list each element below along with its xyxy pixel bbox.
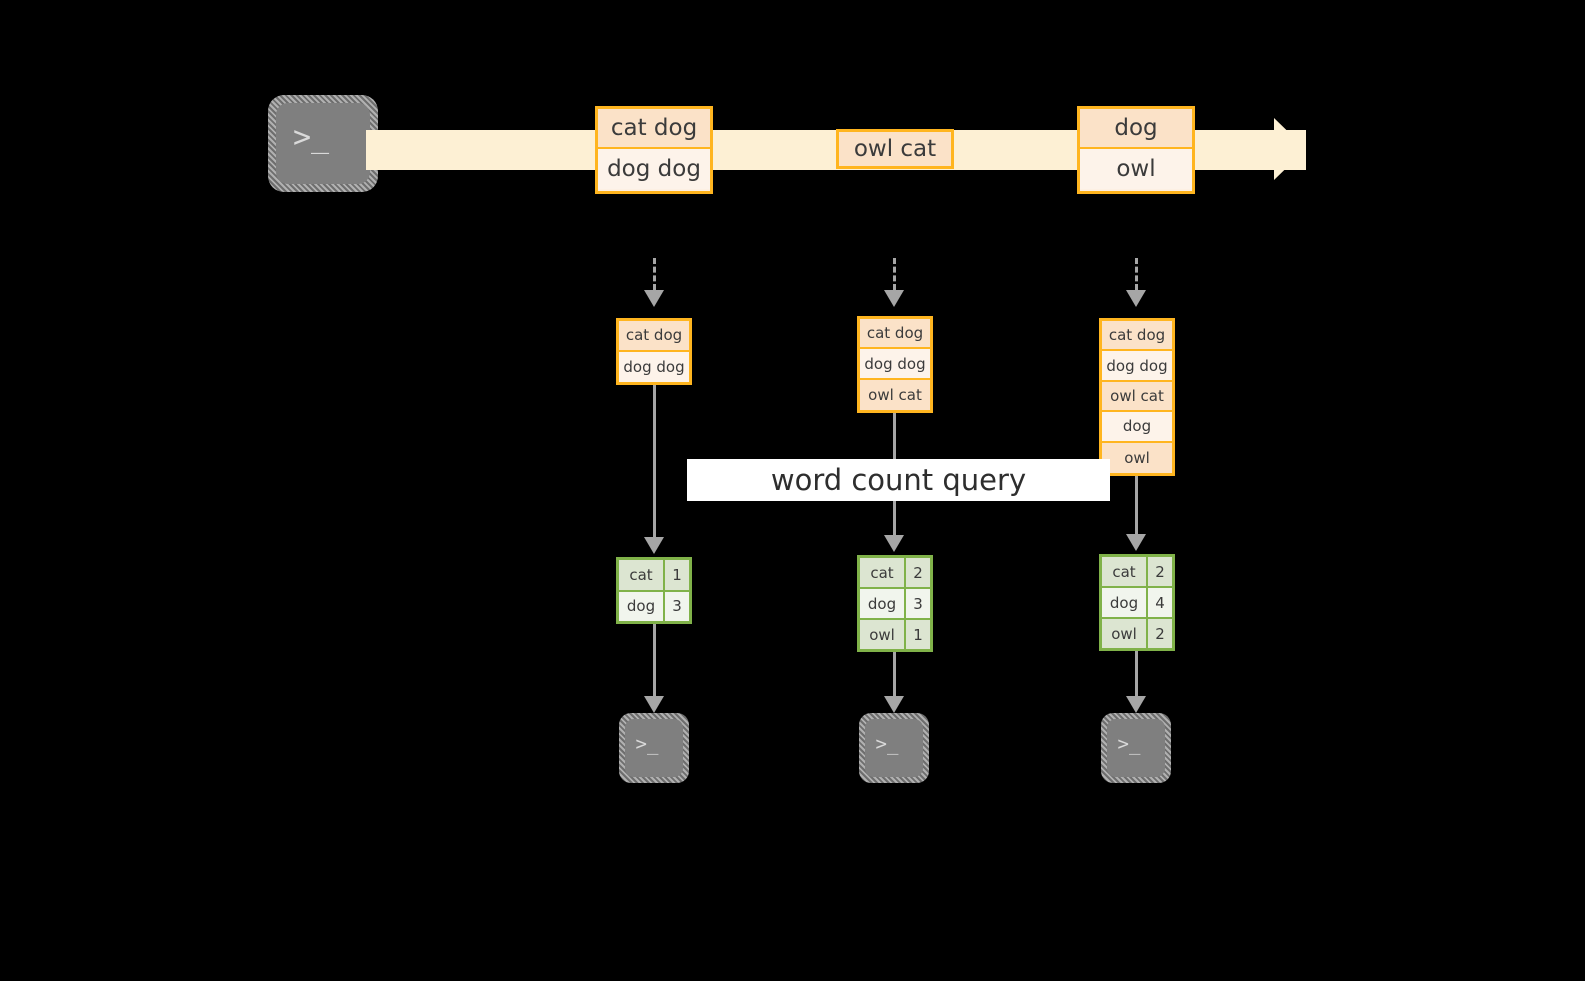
snapshot-3-feed-line	[1135, 258, 1138, 290]
snapshot-2-result-table[interactable]: cat 2 dog 3 owl 1	[857, 555, 933, 652]
snapshot-2-sink-terminal-icon[interactable]: >_	[859, 713, 929, 783]
snapshot-2-feed-arrowhead	[884, 290, 904, 307]
result-count: 4	[1148, 588, 1172, 617]
stream-record-group-3[interactable]: dog owl	[1077, 106, 1195, 194]
query-label: word count query	[770, 463, 1027, 497]
snapshot-input-line: dog dog	[1102, 351, 1172, 382]
snapshot-3-input-box[interactable]: cat dog dog dog owl cat dog owl	[1099, 318, 1175, 476]
snapshot-input-line: owl	[1102, 442, 1172, 474]
table-row: cat 2	[860, 558, 930, 589]
source-terminal-prompt: >_	[292, 119, 330, 155]
snapshot-2-input-box[interactable]: cat dog dog dog owl cat	[857, 316, 933, 413]
snapshot-input-line: cat dog	[619, 321, 689, 352]
stream-record-line: cat dog	[598, 109, 710, 149]
snapshot-input-line: owl cat	[1102, 381, 1172, 413]
stream-record-line: dog dog	[598, 149, 710, 189]
snapshot-input-line: owl cat	[860, 379, 930, 411]
result-word: cat	[1102, 557, 1148, 586]
sink-terminal-screen: >_	[625, 719, 683, 777]
sink-terminal-prompt: >_	[635, 732, 659, 755]
stream-record-line: dog	[1080, 109, 1192, 149]
table-row: cat 2	[1102, 557, 1172, 588]
table-row: dog 3	[619, 591, 689, 621]
result-count: 2	[1148, 557, 1172, 586]
stream-record-group-2[interactable]: owl cat	[836, 129, 954, 169]
sink-terminal-prompt: >_	[1117, 732, 1141, 755]
stream-record-line: owl	[1080, 149, 1192, 189]
source-terminal-screen: >_	[276, 103, 370, 184]
snapshot-3-result-table[interactable]: cat 2 dog 4 owl 2	[1099, 554, 1175, 651]
sink-terminal-prompt: >_	[875, 732, 899, 755]
table-row: dog 4	[1102, 588, 1172, 619]
snapshot-1-input-box[interactable]: cat dog dog dog	[616, 318, 692, 385]
result-count: 2	[906, 558, 930, 587]
snapshot-input-line: dog	[1102, 412, 1172, 443]
snapshot-1-sink-arrowhead	[644, 696, 664, 713]
snapshot-input-line: dog dog	[619, 351, 689, 382]
snapshot-3-query-arrowhead	[1126, 534, 1146, 551]
result-word: cat	[619, 560, 665, 590]
sink-terminal-screen: >_	[1107, 719, 1165, 777]
snapshot-input-line: cat dog	[860, 319, 930, 350]
snapshot-1-feed-arrowhead	[644, 290, 664, 307]
source-terminal-icon[interactable]: >_	[268, 95, 378, 192]
result-word: cat	[860, 558, 906, 587]
sink-terminal-screen: >_	[865, 719, 923, 777]
result-word: dog	[860, 589, 906, 618]
result-count: 3	[665, 591, 689, 621]
snapshot-3-sink-line	[1135, 651, 1138, 696]
result-count: 2	[1148, 619, 1172, 648]
snapshot-1-sink-line	[653, 624, 656, 696]
stream-record-line: owl cat	[839, 132, 951, 166]
stream-arrow-head	[1274, 118, 1309, 180]
snapshot-2-sink-line	[893, 652, 896, 696]
table-row: owl 1	[860, 620, 930, 649]
snapshot-3-sink-arrowhead	[1126, 696, 1146, 713]
result-count: 1	[906, 620, 930, 649]
snapshot-2-sink-arrowhead	[884, 696, 904, 713]
snapshot-1-query-arrowhead	[644, 537, 664, 554]
snapshot-input-line: cat dog	[1102, 321, 1172, 352]
result-count: 1	[665, 560, 689, 590]
table-row: owl 2	[1102, 619, 1172, 648]
result-word: dog	[1102, 588, 1148, 617]
result-word: dog	[619, 591, 665, 621]
snapshot-2-feed-line	[893, 258, 896, 290]
snapshot-3-query-line	[1135, 476, 1138, 534]
table-row: cat 1	[619, 560, 689, 592]
snapshot-3-sink-terminal-icon[interactable]: >_	[1101, 713, 1171, 783]
snapshot-1-feed-line	[653, 258, 656, 290]
snapshot-2-query-arrowhead	[884, 535, 904, 552]
snapshot-1-sink-terminal-icon[interactable]: >_	[619, 713, 689, 783]
result-word: owl	[860, 620, 906, 649]
table-row: dog 3	[860, 589, 930, 620]
snapshot-input-line: dog dog	[860, 349, 930, 380]
query-label-band: word count query	[687, 459, 1110, 501]
snapshot-1-query-line	[653, 385, 656, 537]
snapshot-1-result-table[interactable]: cat 1 dog 3	[616, 557, 692, 624]
snapshot-3-feed-arrowhead	[1126, 290, 1146, 307]
result-word: owl	[1102, 619, 1148, 648]
stream-record-group-1[interactable]: cat dog dog dog	[595, 106, 713, 194]
result-count: 3	[906, 589, 930, 618]
